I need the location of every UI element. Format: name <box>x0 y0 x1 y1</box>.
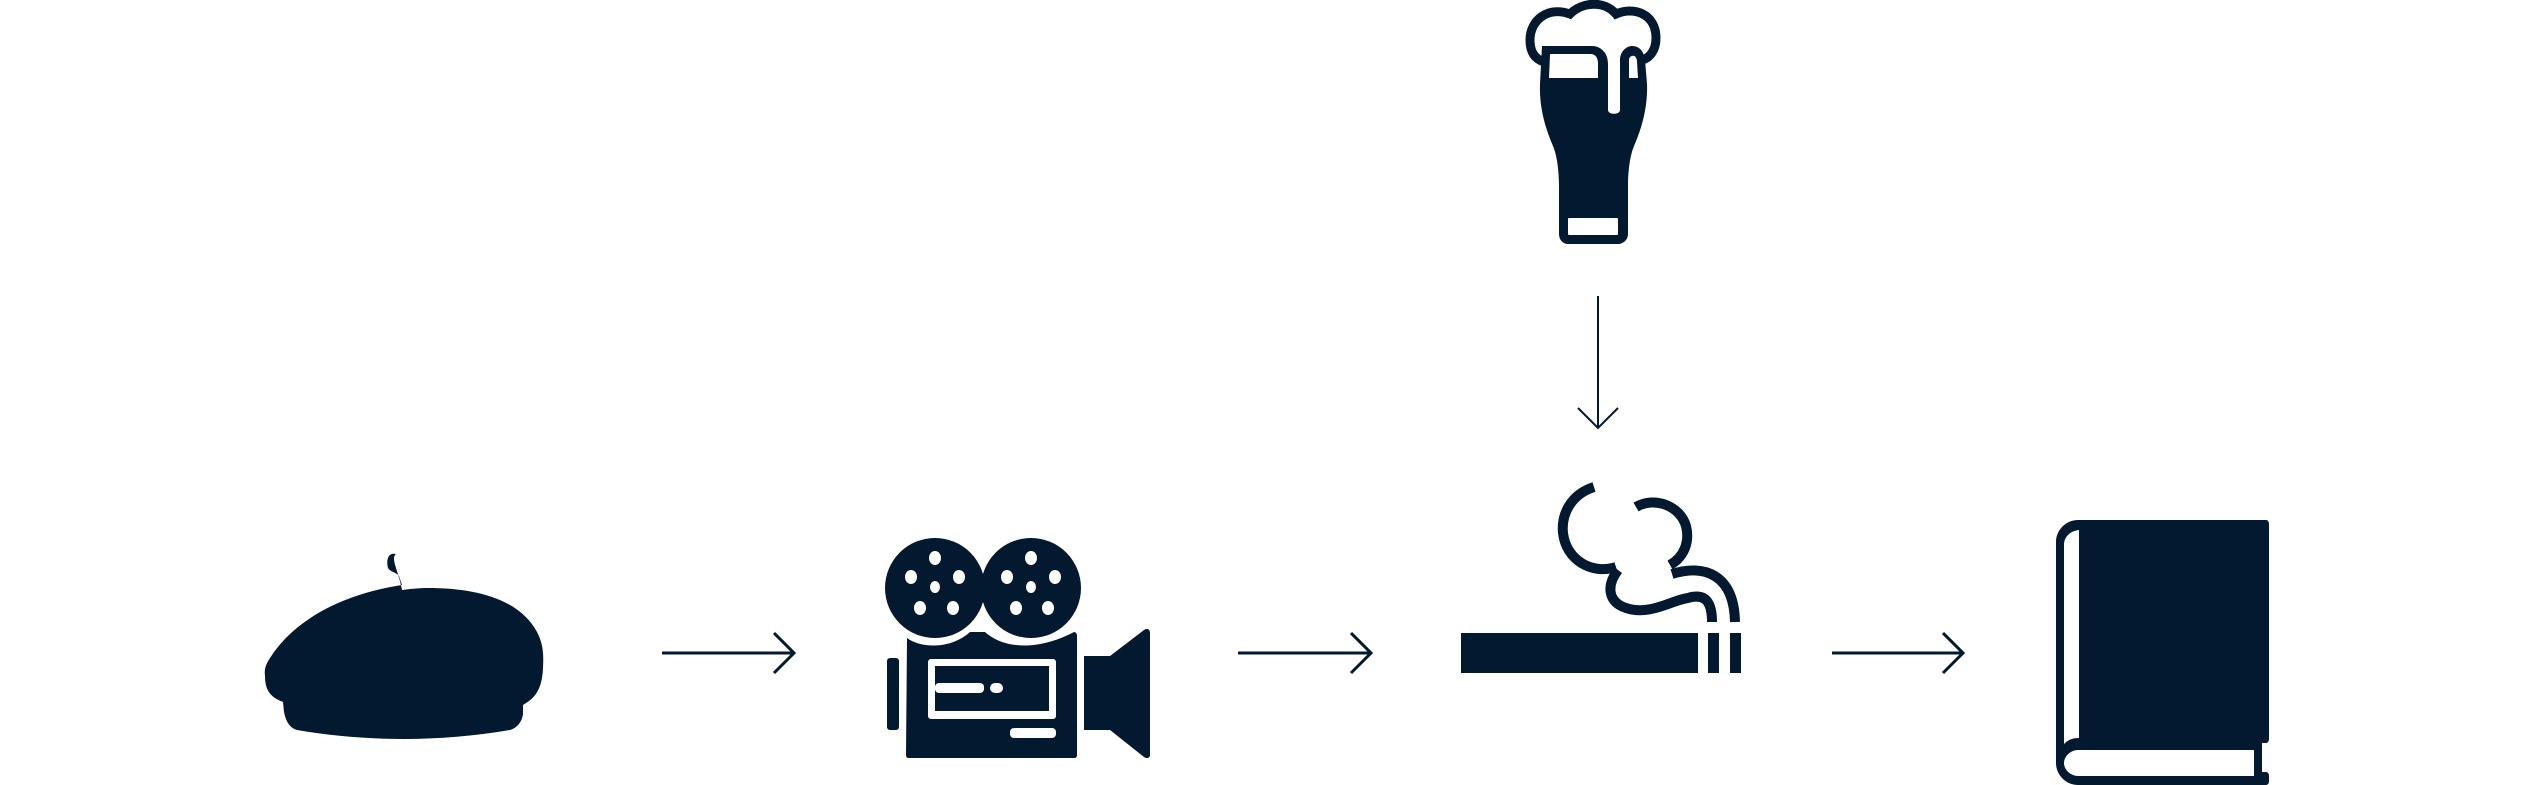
cigarette-icon <box>1461 482 1741 673</box>
beer-glass-icon <box>1525 0 1661 244</box>
arrow-camera-to-cigarette <box>1238 631 1374 675</box>
beret-icon <box>264 553 544 739</box>
film-camera-icon <box>885 538 1150 759</box>
arrow-beret-to-camera <box>662 631 797 675</box>
arrow-beer-to-cigarette <box>1577 296 1619 430</box>
book-icon <box>2056 520 2269 785</box>
arrow-cigarette-to-book <box>1832 631 1966 675</box>
